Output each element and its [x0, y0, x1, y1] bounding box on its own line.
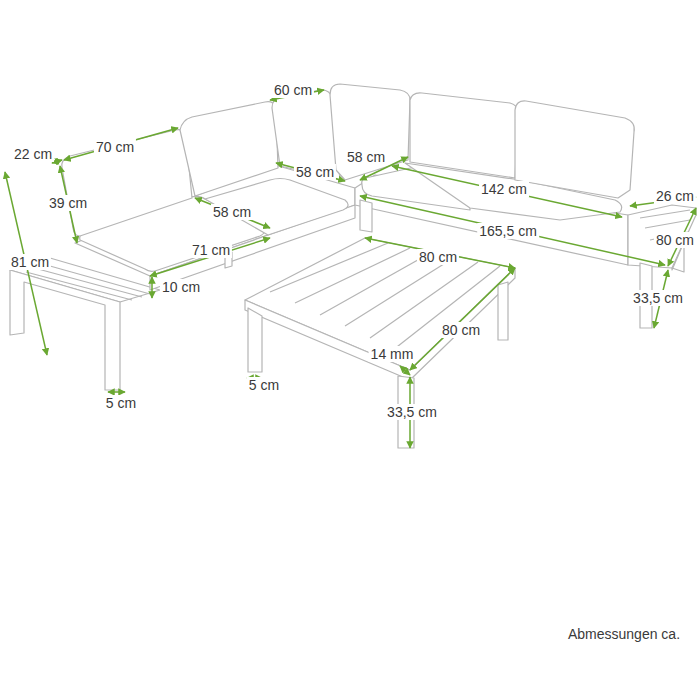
dimension-label: 10 cm [160, 279, 202, 295]
dimension-label: 80 cm [654, 232, 696, 248]
dimension-label: 60 cm [272, 82, 314, 98]
dimension-label: 58 cm [345, 149, 387, 165]
dimension-label: 80 cm [417, 249, 459, 265]
dimension-label: 5 cm [104, 395, 138, 411]
note: Abmessungen ca. [566, 626, 682, 642]
dimension-label: 80 cm [440, 322, 482, 338]
dimension-label: 58 cm [211, 204, 253, 220]
dimension-label: 22 cm [12, 146, 54, 162]
dimension-label: 70 cm [94, 139, 136, 155]
dimension-label: 33,5 cm [631, 290, 685, 306]
dimension-label: 165,5 cm [477, 223, 539, 239]
dimension-label: 33,5 cm [385, 404, 439, 420]
dimension-label: 142 cm [479, 181, 529, 197]
dimension-label: 81 cm [9, 254, 51, 270]
dimension-label: 5 cm [247, 377, 281, 393]
dimension-label: 71 cm [190, 242, 232, 258]
dimension-label: 14 mm [369, 346, 416, 362]
dimension-label: 39 cm [47, 195, 89, 211]
dimension-label: 26 cm [654, 188, 696, 204]
dimension-label: 58 cm [294, 164, 336, 180]
